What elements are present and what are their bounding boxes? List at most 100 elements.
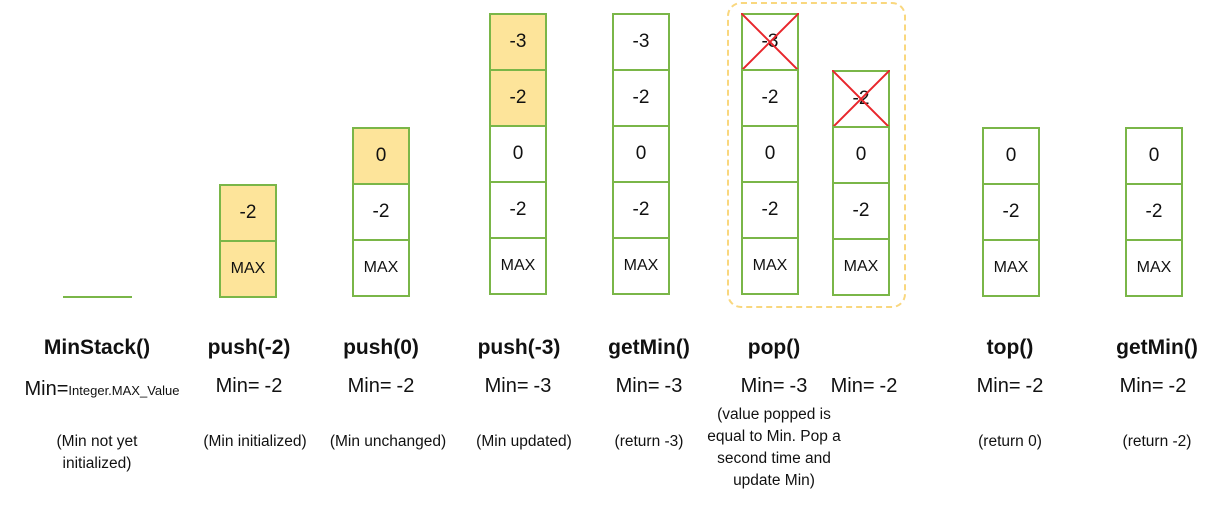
- pop-step-highlight-box: [727, 2, 906, 308]
- step-note-line: (Min initialized): [203, 433, 307, 450]
- stack-cell: MAX: [741, 237, 799, 295]
- step-note-line: initialized): [62, 455, 132, 472]
- stack-cell: -3: [489, 13, 547, 71]
- min-number: -2: [264, 375, 283, 397]
- stack-cell: -2: [982, 183, 1040, 241]
- stack-cell: 0: [612, 125, 670, 183]
- stack-cell-value: 0: [1005, 145, 1017, 166]
- stack-cell-value: MAX: [843, 258, 879, 275]
- stack-cell: MAX: [219, 240, 277, 298]
- stack-cell-value: -3: [632, 31, 650, 52]
- empty-stack-baseline: [63, 296, 132, 298]
- stack-cell: MAX: [352, 239, 410, 297]
- operation-label: getMin(): [1116, 336, 1198, 359]
- step-note: (Min unchanged): [330, 431, 446, 453]
- stack-cell-value: MAX: [363, 259, 399, 276]
- stack-cell-value: 0: [375, 145, 387, 166]
- stack-cell-value: MAX: [752, 257, 788, 274]
- min-value-text: Min=-2: [1120, 375, 1187, 398]
- stack-cell-value: -2: [632, 199, 650, 220]
- min-value-text: Min=-3: [485, 375, 552, 398]
- stack-cell: -2: [352, 183, 410, 241]
- min-label: Min=: [215, 375, 260, 397]
- min-number: -2: [396, 375, 415, 397]
- stack-cell-value: -2: [1145, 201, 1163, 222]
- stack-cell-value: 0: [855, 144, 867, 165]
- stack-cell: -2: [612, 69, 670, 127]
- stack-cell-value: -2: [761, 87, 779, 108]
- stack-cell-value: MAX: [623, 257, 659, 274]
- stack-cell: -2: [832, 182, 890, 240]
- stack-cell-value: -2: [509, 87, 527, 108]
- operation-label: getMin(): [608, 336, 690, 359]
- stack-cell: -2: [741, 69, 799, 127]
- stack-cell-value: -2: [372, 201, 390, 222]
- popped-cross-icon: [832, 70, 890, 128]
- stack-cell-value: MAX: [500, 257, 536, 274]
- stack-cell: 0: [352, 127, 410, 185]
- step-note: (value popped is equal to Min. Pop a secon…: [707, 404, 841, 492]
- min-label: Min=: [740, 375, 785, 397]
- operation-label: push(0): [343, 336, 419, 359]
- stack-cell-popped: -3: [741, 13, 799, 71]
- min-value-text: Min=-2: [348, 375, 415, 398]
- stack-cell: -2: [489, 69, 547, 127]
- stack-cell: 0: [1125, 127, 1183, 185]
- operation-label: top(): [986, 336, 1034, 359]
- stack-cell: MAX: [489, 237, 547, 295]
- min-value-text: Min=-2: [977, 375, 1044, 398]
- min-label: Min=: [347, 375, 392, 397]
- stack-cell-popped: -2: [832, 70, 890, 128]
- stack-cell-value: MAX: [230, 260, 266, 277]
- min-label: Min=: [24, 378, 69, 400]
- step-note-line: (Min updated): [476, 433, 572, 450]
- stack-cell: -2: [1125, 183, 1183, 241]
- stack-cell-value: 0: [635, 143, 647, 164]
- step-note-line: (return 0): [978, 433, 1042, 450]
- operation-label: push(-2): [207, 336, 291, 359]
- stack-cell-value: MAX: [993, 259, 1029, 276]
- step-note-line: (Min not yet: [56, 433, 138, 450]
- stack-cell-value: -2: [632, 87, 650, 108]
- stack-cell: -3: [612, 13, 670, 71]
- step-note-line: (Min unchanged): [329, 433, 447, 450]
- stack-cell-value: -2: [239, 202, 257, 223]
- operation-label: MinStack(): [43, 336, 151, 359]
- stack-cell-value: -2: [852, 200, 870, 221]
- min-number: -2: [879, 375, 898, 397]
- stack-cell-value: -2: [509, 199, 527, 220]
- step-note-line: equal to Min. Pop a: [707, 428, 841, 445]
- stack-cell: MAX: [1125, 239, 1183, 297]
- popped-cross-icon: [741, 13, 799, 71]
- stack-cell-value: MAX: [1136, 259, 1172, 276]
- min-label: Min=: [1119, 375, 1164, 397]
- stack-cell-value: -2: [761, 199, 779, 220]
- min-value-text: Min=-3: [741, 375, 808, 398]
- min-number: -2: [1168, 375, 1187, 397]
- stack-cell-value: -2: [1002, 201, 1020, 222]
- min-number: Integer.MAX_Value: [68, 383, 180, 398]
- min-number: -3: [533, 375, 552, 397]
- stack-cell: -2: [489, 181, 547, 239]
- min-number: -2: [1025, 375, 1044, 397]
- step-note: (Min not yet initialized): [57, 431, 138, 475]
- min-value-text: Min=-3: [616, 375, 683, 398]
- step-note-line: second time and: [717, 450, 831, 467]
- stack-cell-value: 0: [1148, 145, 1160, 166]
- step-note: (return -3): [615, 431, 684, 453]
- stack-cell: MAX: [612, 237, 670, 295]
- step-note: (Min updated): [476, 431, 572, 453]
- min-value-text-second-pop: Min=-2: [831, 375, 898, 398]
- stack-cell: MAX: [982, 239, 1040, 297]
- stack-cell: 0: [741, 125, 799, 183]
- step-note-line: (return -2): [1122, 433, 1192, 450]
- stack-cell: -2: [741, 181, 799, 239]
- min-label: Min=: [976, 375, 1021, 397]
- operation-label: push(-3): [477, 336, 561, 359]
- stack-cell: -2: [612, 181, 670, 239]
- min-number: -3: [789, 375, 808, 397]
- step-note-line: (value popped is: [717, 406, 831, 423]
- min-label: Min=: [830, 375, 875, 397]
- operation-label: pop(): [747, 336, 801, 359]
